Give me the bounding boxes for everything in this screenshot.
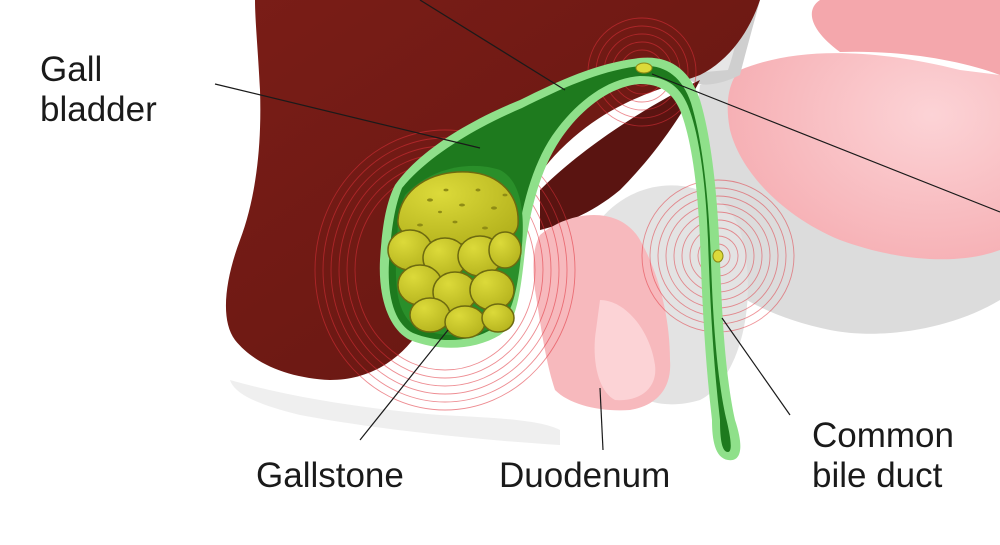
duct-stones — [635, 62, 724, 263]
label-gall-bladder: Gall bladder — [40, 50, 157, 130]
label-gall-bladder-line-1: Gall — [40, 50, 103, 89]
leader-line-right — [651, 73, 1000, 213]
leader-line-common-bile-duct — [721, 317, 791, 416]
leader-line-duodenum — [599, 387, 604, 451]
label-duodenum: Duodenum — [499, 456, 671, 495]
gallstone-small — [409, 297, 451, 333]
gallstone-small — [488, 231, 522, 269]
gallstones — [387, 171, 522, 339]
stomach — [727, 0, 1000, 260]
leader-line-gallstone — [359, 329, 449, 441]
label-common-bile-duct: Common bile duct — [812, 416, 954, 496]
gallstone-small — [481, 303, 515, 333]
duct-stone-top — [635, 62, 653, 74]
duodenum — [533, 215, 671, 411]
gallstone-small — [469, 269, 515, 311]
gallstone-small — [444, 305, 486, 339]
label-gall-bladder-line-2: bladder — [40, 90, 157, 129]
label-gallstone: Gallstone — [256, 456, 404, 495]
duct-stone-lower — [712, 249, 724, 263]
label-common-bile-duct-line-1: Common — [812, 416, 954, 455]
leader-line-liver — [419, 0, 566, 91]
leader-line-gall-bladder — [214, 83, 481, 149]
label-common-bile-duct-line-2: bile duct — [812, 456, 943, 495]
leader-lines — [214, 0, 1000, 451]
